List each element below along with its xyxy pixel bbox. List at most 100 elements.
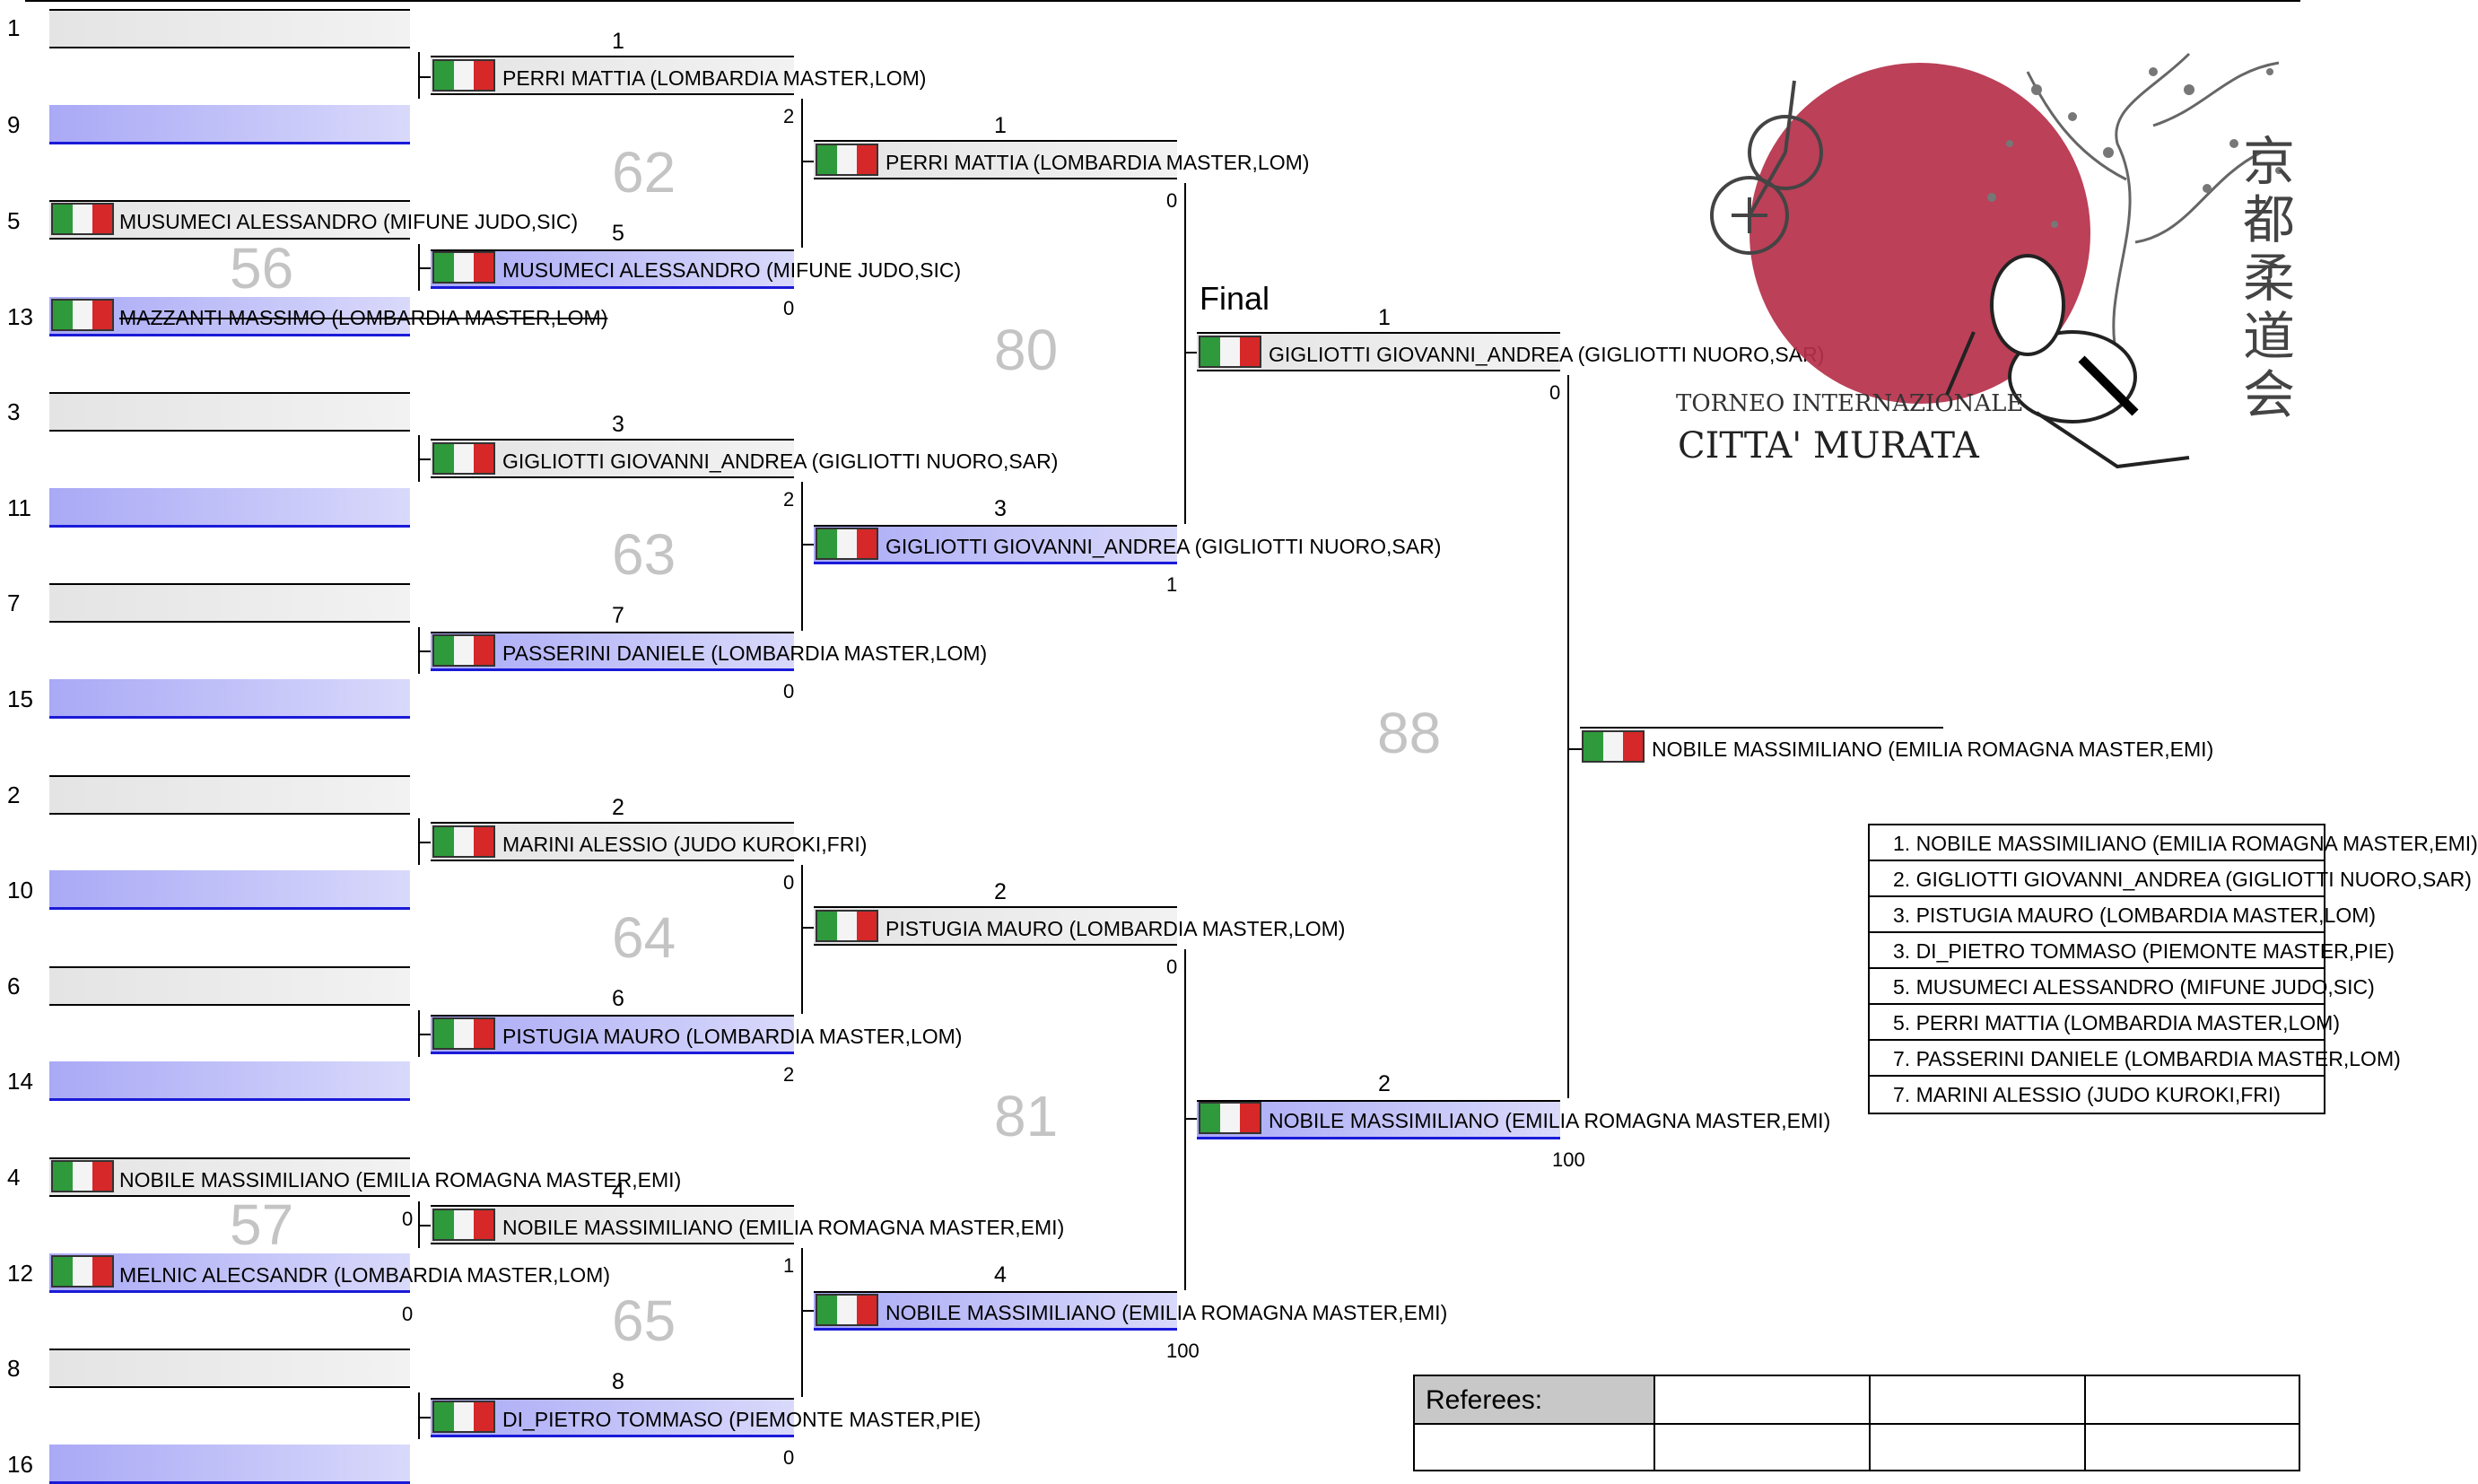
referee-cell[interactable] bbox=[1655, 1425, 1871, 1471]
svg-text:柔: 柔 bbox=[2243, 248, 2295, 309]
athlete-name[interactable]: PASSERINI DANIELE (LOMBARDIA MASTER,LOM) bbox=[502, 642, 988, 665]
score: 0 bbox=[783, 871, 795, 894]
seed-number: 13 bbox=[7, 303, 33, 330]
seed-number: 2 bbox=[7, 781, 21, 808]
seed-label: 5 bbox=[612, 221, 624, 246]
bracket-connector bbox=[1184, 183, 1186, 524]
italy-flag-icon bbox=[432, 442, 495, 475]
bracket-slot[interactable] bbox=[49, 679, 410, 719]
seed-number: 1 bbox=[7, 14, 21, 41]
referee-cell[interactable] bbox=[1655, 1376, 1871, 1425]
bracket-slot[interactable] bbox=[49, 488, 410, 528]
seed-number: 9 bbox=[7, 111, 21, 138]
referee-cell[interactable] bbox=[1871, 1425, 2086, 1471]
bracket-slot[interactable] bbox=[49, 775, 410, 815]
athlete-name[interactable]: GIGLIOTTI GIOVANNI_ANDREA (GIGLIOTTI NUO… bbox=[1269, 343, 1825, 366]
bracket-connector bbox=[801, 865, 803, 1014]
seed-number: 15 bbox=[7, 685, 33, 712]
athlete-name[interactable]: PISTUGIA MAURO (LOMBARDIA MASTER,LOM) bbox=[502, 1025, 963, 1048]
match-number: 88 bbox=[1377, 701, 1442, 765]
italy-flag-icon bbox=[432, 634, 495, 667]
italy-flag-icon bbox=[816, 144, 878, 176]
athlete-name[interactable]: PERRI MATTIA (LOMBARDIA MASTER,LOM) bbox=[502, 66, 927, 90]
italy-flag-icon bbox=[432, 1209, 495, 1241]
seed-label: 2 bbox=[1378, 1071, 1391, 1096]
bracket-slot[interactable] bbox=[49, 9, 410, 48]
bracket-slot[interactable] bbox=[49, 105, 410, 144]
score: 0 bbox=[783, 297, 795, 319]
bracket-slot[interactable] bbox=[49, 1061, 410, 1101]
referees-table: Referees: bbox=[1413, 1375, 2300, 1471]
italy-flag-icon bbox=[432, 825, 495, 858]
match-number: 64 bbox=[612, 905, 676, 970]
italy-flag-icon bbox=[816, 910, 878, 942]
athlete-name[interactable]: MUSUMECI ALESSANDRO (MIFUNE JUDO,SIC) bbox=[119, 210, 579, 233]
seed-label: 8 bbox=[612, 1369, 624, 1394]
athlete-name[interactable]: NOBILE MASSIMILIANO (EMILIA ROMAGNA MAST… bbox=[886, 1301, 1448, 1324]
referee-cell[interactable] bbox=[1871, 1376, 2086, 1425]
bracket-slot[interactable] bbox=[49, 392, 410, 432]
italy-flag-icon bbox=[432, 1017, 495, 1050]
athlete-name[interactable]: MAZZANTI MASSIMO (LOMBARDIA MASTER,LOM) bbox=[119, 306, 608, 329]
referee-cell[interactable] bbox=[2086, 1376, 2299, 1425]
result-row: 5. MUSUMECI ALESSANDRO (MIFUNE JUDO,SIC) bbox=[1870, 969, 2375, 1005]
final-label: Final bbox=[1200, 280, 1270, 317]
bracket-slot[interactable] bbox=[49, 1349, 410, 1388]
seed-label: 3 bbox=[612, 412, 624, 437]
seed-number: 4 bbox=[7, 1164, 21, 1191]
winner-slot[interactable] bbox=[1580, 727, 1943, 766]
athlete-name[interactable]: MELNIC ALECSANDR (LOMBARDIA MASTER,LOM) bbox=[119, 1263, 610, 1287]
seed-label: 1 bbox=[1378, 305, 1391, 330]
athlete-name[interactable]: GIGLIOTTI GIOVANNI_ANDREA (GIGLIOTTI NUO… bbox=[886, 535, 1442, 558]
referee-cell[interactable] bbox=[1415, 1425, 1655, 1471]
winner-name[interactable]: NOBILE MASSIMILIANO (EMILIA ROMAGNA MAST… bbox=[1652, 738, 2214, 761]
score: 0 bbox=[402, 1303, 414, 1325]
seed-label: 2 bbox=[612, 795, 624, 820]
bracket-slot[interactable] bbox=[49, 966, 410, 1006]
athlete-name[interactable]: DI_PIETRO TOMMASO (PIEMONTE MASTER,PIE) bbox=[502, 1408, 982, 1431]
top-rule bbox=[25, 0, 2300, 2]
referee-cell[interactable] bbox=[2086, 1425, 2299, 1471]
italy-flag-icon bbox=[816, 1294, 878, 1326]
seed-number: 3 bbox=[7, 398, 21, 425]
athlete-name[interactable]: MARINI ALESSIO (JUDO KUROKI,FRI) bbox=[502, 833, 868, 856]
athlete-name[interactable]: PISTUGIA MAURO (LOMBARDIA MASTER,LOM) bbox=[886, 917, 1346, 940]
italy-flag-icon bbox=[51, 203, 114, 235]
seed-number: 8 bbox=[7, 1355, 21, 1382]
seed-label: 7 bbox=[612, 603, 624, 628]
athlete-name[interactable]: NOBILE MASSIMILIANO (EMILIA ROMAGNA MAST… bbox=[1269, 1109, 1831, 1132]
score: 2 bbox=[783, 105, 795, 127]
seed-number: 12 bbox=[7, 1260, 33, 1287]
italy-flag-icon bbox=[432, 251, 495, 284]
athlete-name[interactable]: GIGLIOTTI GIOVANNI_ANDREA (GIGLIOTTI NUO… bbox=[502, 450, 1059, 473]
results-table: 1. NOBILE MASSIMILIANO (EMILIA ROMAGNA M… bbox=[1868, 824, 2478, 1114]
result-row: 2. GIGLIOTTI GIOVANNI_ANDREA (GIGLIOTTI … bbox=[1870, 861, 2472, 897]
bracket-slot[interactable] bbox=[49, 1445, 410, 1484]
bracket-slot[interactable] bbox=[49, 870, 410, 910]
score: 0 bbox=[1549, 381, 1561, 404]
referees-label: Referees: bbox=[1426, 1385, 1543, 1415]
italy-flag-icon bbox=[51, 299, 114, 331]
seed-number: 16 bbox=[7, 1451, 33, 1478]
seed-label: 1 bbox=[994, 113, 1007, 138]
athlete-name[interactable]: PERRI MATTIA (LOMBARDIA MASTER,LOM) bbox=[886, 151, 1310, 174]
bracket-connector bbox=[418, 1392, 420, 1439]
seed-label: 2 bbox=[994, 879, 1007, 904]
score: 2 bbox=[783, 488, 795, 511]
athlete-name[interactable]: MUSUMECI ALESSANDRO (MIFUNE JUDO,SIC) bbox=[502, 258, 962, 282]
athlete-name[interactable]: NOBILE MASSIMILIANO (EMILIA ROMAGNA MAST… bbox=[119, 1168, 682, 1192]
bracket-connector bbox=[1567, 375, 1569, 1098]
score: 100 bbox=[1166, 1340, 1200, 1362]
leaves-icon bbox=[1987, 67, 2282, 228]
svg-text:道: 道 bbox=[2243, 306, 2295, 367]
referees-header-cell: Referees: bbox=[1415, 1376, 1655, 1425]
athlete-name[interactable]: NOBILE MASSIMILIANO (EMILIA ROMAGNA MAST… bbox=[502, 1216, 1065, 1239]
result-row: 3. PISTUGIA MAURO (LOMBARDIA MASTER,LOM) bbox=[1870, 897, 2376, 933]
italy-flag-icon bbox=[1199, 336, 1261, 368]
svg-text:会: 会 bbox=[2243, 364, 2295, 425]
italy-flag-icon bbox=[1199, 1102, 1261, 1134]
result-row: 7. MARINI ALESSIO (JUDO KUROKI,FRI) bbox=[1893, 1083, 2281, 1106]
logo-text-line1: TORNEO INTERNAZIONALE bbox=[1676, 390, 2023, 417]
match-number: 80 bbox=[994, 318, 1059, 382]
bracket-slot[interactable] bbox=[49, 583, 410, 623]
